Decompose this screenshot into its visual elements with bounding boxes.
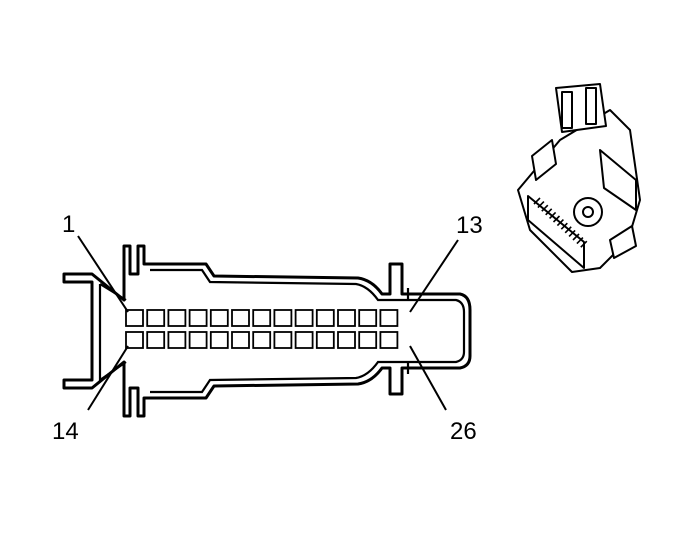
connector-body-inner-outline xyxy=(98,268,466,394)
isometric-pin xyxy=(576,237,584,245)
pin-cavity xyxy=(188,331,208,349)
isometric-pin xyxy=(564,226,572,234)
pin-cavity xyxy=(188,309,208,327)
pin-cavity xyxy=(252,331,272,349)
isometric-pin xyxy=(556,219,564,227)
pin-cavity xyxy=(273,331,293,349)
leader-line-pin-26 xyxy=(409,345,447,411)
isometric-pin xyxy=(568,229,576,237)
pin-cavity xyxy=(294,309,314,327)
connector-isometric-view xyxy=(517,83,641,273)
leader-line-pin-14 xyxy=(87,345,129,411)
isometric-pin xyxy=(552,215,561,223)
pin-cavity xyxy=(209,331,229,349)
isometric-pin xyxy=(537,201,545,209)
pin-cavity xyxy=(125,331,144,349)
isometric-pin xyxy=(560,222,568,230)
isometric-pin xyxy=(533,197,541,205)
isometric-pin xyxy=(549,211,557,219)
connector-body-outline xyxy=(62,244,472,418)
isometric-pin xyxy=(572,233,580,241)
leader-line-pin-1 xyxy=(77,235,129,313)
isometric-pin xyxy=(545,208,553,216)
pin-cavity xyxy=(146,309,166,327)
pin-cavity xyxy=(379,309,399,327)
pin-cavity xyxy=(209,309,229,327)
pin-cavity xyxy=(337,309,356,327)
pin-label-26: 26 xyxy=(450,418,477,445)
pin-cavity xyxy=(358,331,378,349)
pin-cavity xyxy=(379,331,399,349)
isometric-pin xyxy=(541,204,549,212)
pin-cavity xyxy=(315,309,335,327)
pin-cavity xyxy=(252,309,272,327)
leader-line-pin-13 xyxy=(409,239,459,313)
pin-cavity xyxy=(125,309,144,327)
pin-cavity xyxy=(167,331,187,349)
pin-cavity xyxy=(294,331,314,349)
pin-label-1: 1 xyxy=(62,211,76,238)
isometric-pin xyxy=(580,240,588,248)
pin-label-14: 14 xyxy=(52,418,79,445)
pin-cavity xyxy=(231,309,250,327)
pin-cavity xyxy=(358,309,378,327)
pin-cavity xyxy=(231,331,250,349)
pin-cavity xyxy=(167,309,187,327)
pin-cavity xyxy=(315,331,335,349)
pin-grid xyxy=(125,309,399,349)
pin-cavity xyxy=(337,331,356,349)
pin-label-13: 13 xyxy=(456,212,483,239)
isometric-pin-row xyxy=(533,197,588,248)
pin-cavity xyxy=(146,331,166,349)
pin-cavity xyxy=(273,309,293,327)
